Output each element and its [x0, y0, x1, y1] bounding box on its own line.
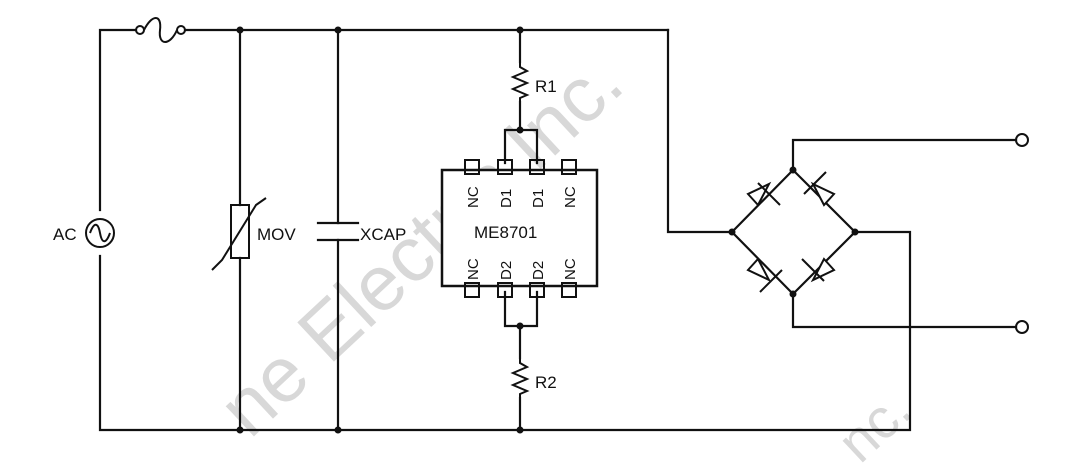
xcap-label: XCAP — [360, 225, 406, 244]
pin-top-2 — [497, 159, 513, 175]
fuse-symbol — [135, 17, 186, 43]
pin-label-top-2: D1 — [498, 189, 515, 208]
mov-label: MOV — [257, 225, 296, 244]
r2-label: R2 — [535, 373, 557, 392]
r1-label: R1 — [535, 77, 557, 96]
resistor-r1: R1 — [510, 62, 557, 102]
resistor-r2: R2 — [510, 358, 557, 398]
pin-label-top-1: NC — [465, 186, 482, 208]
ac-label: AC — [53, 225, 77, 244]
output-terminal-negative — [1015, 320, 1029, 334]
output-terminal-positive — [1015, 133, 1029, 147]
ac-source: AC — [53, 218, 115, 248]
ic-label: ME8701 — [474, 223, 537, 242]
pin-label-bottom-4: NC — [562, 258, 579, 280]
diode-bottom-left — [746, 257, 783, 293]
pin-top-4 — [561, 159, 577, 175]
diode-top-left — [746, 181, 781, 207]
pin-label-top-4: NC — [562, 186, 579, 208]
diode-bottom-right — [801, 257, 836, 283]
pin-label-bottom-1: NC — [465, 258, 482, 280]
xcap-capacitor: XCAP — [316, 221, 406, 244]
pin-bottom-3 — [529, 282, 545, 298]
pin-label-bottom-2: D2 — [498, 261, 515, 280]
bridge-rectifier — [730, 168, 857, 296]
pin-label-bottom-3: D2 — [530, 261, 547, 280]
ic-me8701: NC D1 D1 NC NC D2 D2 NC ME8701 — [440, 159, 599, 298]
pin-bottom-4 — [561, 282, 577, 298]
mov-varistor: MOV — [211, 197, 296, 271]
pin-bottom-2 — [497, 282, 513, 298]
pin-top-1 — [464, 159, 480, 175]
pin-bottom-1 — [464, 282, 480, 298]
pin-top-3 — [529, 159, 545, 175]
diode-top-right — [803, 171, 836, 207]
pin-label-top-3: D1 — [530, 189, 547, 208]
watermark-corner-text: nc. — [825, 377, 923, 474]
